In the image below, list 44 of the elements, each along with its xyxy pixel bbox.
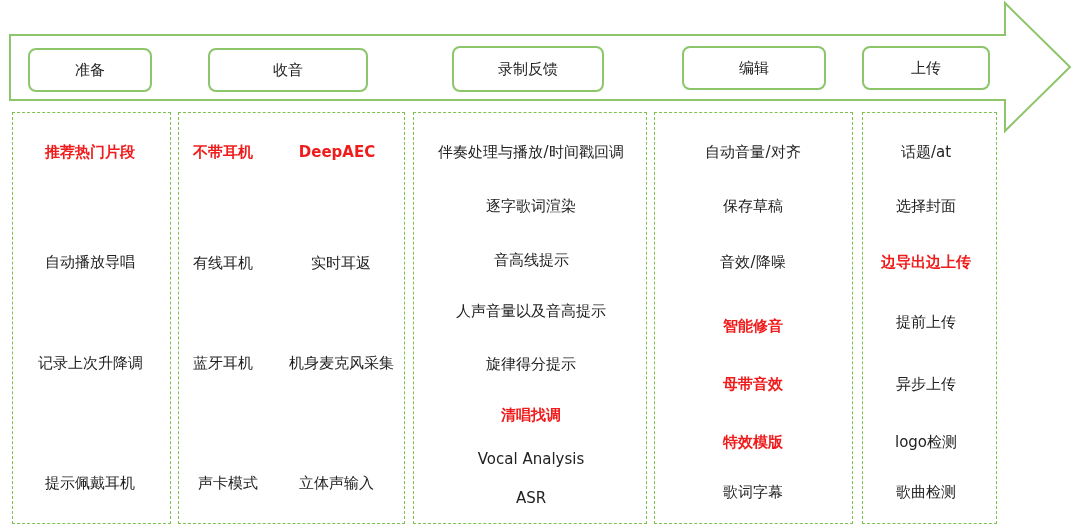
item-text: 立体声输入 <box>298 473 374 493</box>
item-text: 保存草稿 <box>723 196 783 216</box>
item-text: 有线耳机 <box>193 253 253 273</box>
item-text: 话题/at <box>900 142 952 162</box>
item-text: DeepAEC <box>298 143 376 161</box>
item-text: 不带耳机 <box>193 142 253 162</box>
item-text: 音高线提示 <box>493 250 569 270</box>
stage-box: 录制反馈 <box>452 46 604 92</box>
item-text: logo检测 <box>895 432 957 452</box>
dashed-panel <box>178 112 405 524</box>
item-text: 清唱找调 <box>501 405 561 425</box>
stage-box: 上传 <box>862 46 990 90</box>
item-text: 特效模版 <box>723 432 783 452</box>
dashed-panel <box>654 112 853 524</box>
item-text: Vocal Analysis <box>477 450 585 468</box>
item-text: 旋律得分提示 <box>486 354 576 374</box>
item-text: 音效/降噪 <box>720 252 786 272</box>
stage-box: 编辑 <box>682 46 826 90</box>
item-text: 声卡模式 <box>198 473 258 493</box>
item-text: 伴奏处理与播放/时间戳回调 <box>438 142 624 162</box>
item-text: 记录上次升降调 <box>37 353 143 373</box>
item-text: 歌曲检测 <box>896 482 956 502</box>
item-text: 异步上传 <box>896 374 956 394</box>
item-text: ASR <box>515 489 547 507</box>
item-text: 边导出边上传 <box>881 252 971 272</box>
item-text: 歌词字幕 <box>723 482 783 502</box>
dashed-panel <box>862 112 997 524</box>
item-text: 提前上传 <box>896 312 956 332</box>
item-text: 推荐热门片段 <box>45 142 135 162</box>
item-text: 智能修音 <box>723 316 783 336</box>
item-text: 人声音量以及音高提示 <box>456 301 606 321</box>
stage-box: 收音 <box>208 48 368 92</box>
item-text: 自动播放导唱 <box>45 252 135 272</box>
stage-box: 准备 <box>28 48 152 92</box>
dashed-panel <box>12 112 171 524</box>
dashed-panel <box>413 112 647 524</box>
item-text: 实时耳返 <box>311 253 371 273</box>
item-text: 选择封面 <box>896 196 956 216</box>
item-text: 母带音效 <box>723 374 783 394</box>
item-text: 自动音量/对齐 <box>705 142 801 162</box>
item-text: 逐字歌词渲染 <box>486 196 576 216</box>
item-text: 蓝牙耳机 <box>193 353 253 373</box>
item-text: 机身麦克风采集 <box>288 353 394 373</box>
item-text: 提示佩戴耳机 <box>45 473 135 493</box>
